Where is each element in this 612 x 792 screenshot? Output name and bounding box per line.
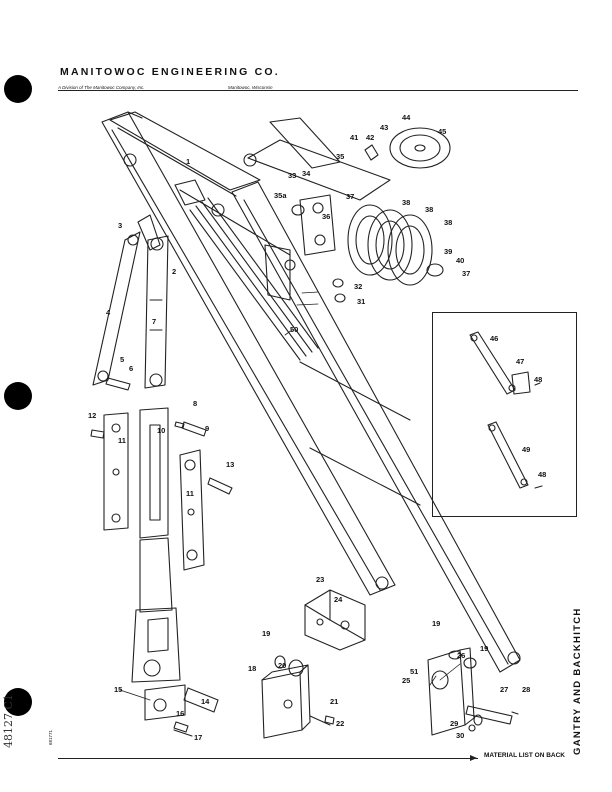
- callout: 48: [534, 375, 543, 384]
- callout: 47: [516, 357, 525, 366]
- callout: 18: [248, 664, 257, 673]
- callout: 37: [462, 269, 471, 278]
- callout: 40: [456, 256, 465, 265]
- callout: 12: [88, 411, 97, 420]
- company-name: MANITOWOC ENGINEERING CO.: [60, 66, 280, 78]
- binder-hole: [4, 75, 32, 103]
- gantry-frame: [101, 111, 521, 673]
- callout: 28: [522, 685, 531, 694]
- callout: 32: [354, 282, 363, 291]
- backhitch-plates: [103, 407, 205, 571]
- inset-detail-box: [432, 312, 577, 517]
- callout: 36: [322, 212, 331, 221]
- callout: 23: [316, 575, 325, 584]
- callout: 22: [336, 719, 345, 728]
- callout: 3: [118, 221, 123, 230]
- callout: 19: [432, 619, 441, 628]
- callout: 38: [444, 218, 453, 227]
- callout: 34: [302, 169, 311, 178]
- callout: 17: [194, 733, 203, 742]
- callout: 13: [226, 460, 235, 469]
- division-line: A Division of The Manitowoc Company, Inc…: [58, 85, 145, 90]
- callout: 11: [118, 436, 126, 445]
- city-line: Manitowoc, Wisconsin: [228, 85, 273, 90]
- callout: 44: [402, 113, 411, 122]
- callout: 4: [106, 308, 111, 317]
- sheave-assembly: [247, 117, 451, 303]
- callout: 41: [350, 133, 359, 142]
- callout: 43: [380, 123, 389, 132]
- callout: 19: [262, 629, 271, 638]
- material-list-note: MATERIAL LIST ON BACK: [484, 752, 566, 759]
- inset-parts: [469, 331, 543, 489]
- leader-lines: [119, 291, 461, 701]
- callout: 14: [201, 697, 210, 706]
- binder-hole: [4, 688, 32, 716]
- callout: 46: [490, 334, 499, 343]
- callout: 49: [522, 445, 531, 454]
- callout: 16: [176, 709, 185, 718]
- callout: 24: [334, 595, 343, 604]
- pins: [90, 377, 233, 733]
- callout: 39: [444, 247, 453, 256]
- callout: 11: [186, 489, 194, 498]
- backhitch-links: [92, 214, 169, 389]
- callout: 1: [186, 157, 191, 166]
- callout: 38: [402, 198, 411, 207]
- header-rule: [58, 90, 578, 91]
- binder-hole: [4, 382, 32, 410]
- callout: 25: [402, 676, 411, 685]
- callout: 35: [336, 152, 345, 161]
- lower-leg: [131, 537, 219, 737]
- callout: 5: [120, 355, 125, 364]
- callout: 37: [346, 192, 355, 201]
- callout: 19: [480, 644, 489, 653]
- callout: 21: [330, 697, 339, 706]
- callout: 6: [129, 364, 134, 373]
- callout: 35a: [274, 191, 287, 200]
- callout: 20: [278, 661, 287, 670]
- callout: 7: [152, 317, 157, 326]
- callout: 31: [357, 297, 366, 306]
- callout: 45: [438, 127, 447, 136]
- footer-arrow: [470, 755, 477, 761]
- callout: 42: [366, 133, 375, 142]
- callout: 26: [457, 651, 466, 660]
- callout: 8: [193, 399, 198, 408]
- callout: 10: [157, 426, 166, 435]
- callout: 15: [114, 685, 123, 694]
- callout: 9: [205, 424, 210, 433]
- footer-rule: [58, 758, 478, 759]
- callout: 27: [500, 685, 509, 694]
- callout: 38: [425, 205, 434, 214]
- bracket-18: [261, 655, 335, 739]
- callout: 30: [456, 731, 465, 740]
- bracket-25: [427, 647, 519, 736]
- callout: 33: [288, 171, 297, 180]
- callout: 29: [450, 719, 459, 728]
- callout: 51: [410, 667, 419, 676]
- callout: 48: [538, 470, 547, 479]
- callout: 2: [172, 267, 177, 276]
- callout: 50: [290, 325, 299, 334]
- bracket-23: [304, 589, 366, 651]
